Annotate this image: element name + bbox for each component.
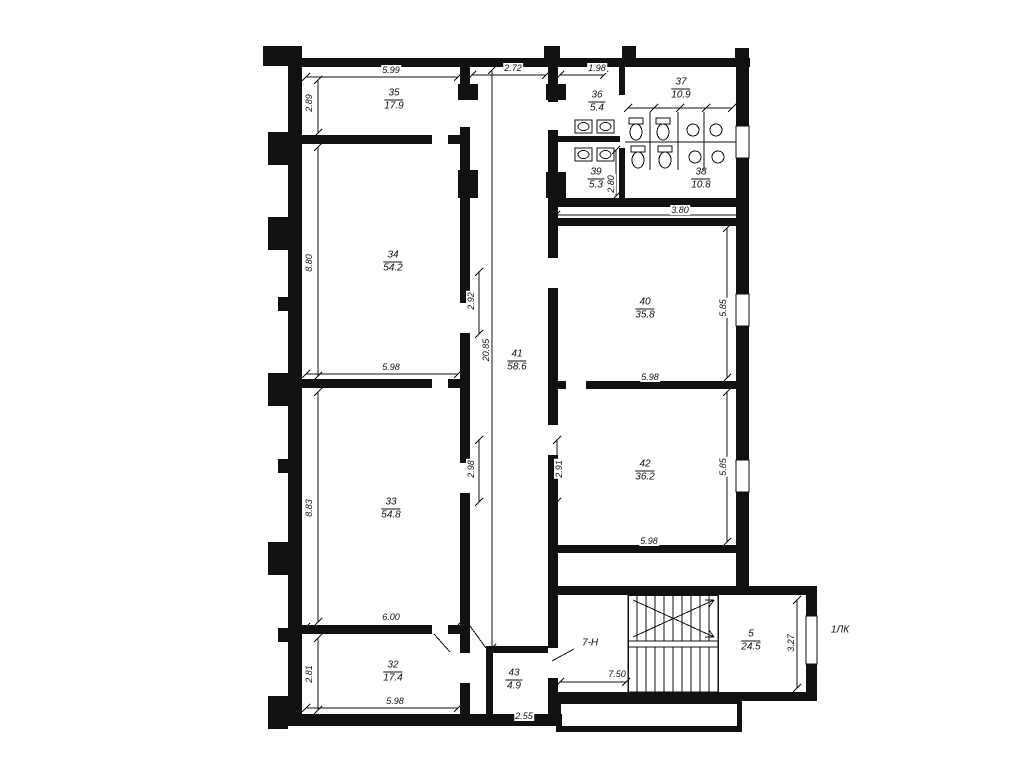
room-area: 24.5	[741, 641, 761, 652]
room-number: 38	[691, 167, 711, 179]
dim-label: 5.99	[381, 65, 401, 75]
annotation-staircase-1lk: 1ЛК	[830, 624, 850, 636]
dim-label: 2.72	[503, 63, 523, 73]
room-number: 43	[505, 668, 523, 680]
dim-label: 2.98	[466, 459, 476, 479]
room-area: 5.3	[589, 179, 603, 190]
room-area: 10.8	[691, 179, 711, 190]
dim-label: 5.98	[639, 536, 659, 546]
dim-label: 2.55	[514, 711, 534, 721]
room-number: 5	[741, 629, 761, 641]
toilet-icon	[630, 145, 646, 153]
dim-label: 3.80	[670, 205, 690, 215]
walls-layer	[263, 46, 817, 732]
room-label-36: 36 5.4	[588, 90, 606, 114]
room-area: 54.2	[383, 262, 403, 273]
room-label-42: 42 36.2	[635, 459, 655, 483]
basin-icon	[688, 150, 702, 164]
toilet-icon	[628, 117, 644, 125]
room-area: 54.8	[381, 509, 401, 520]
dim-label: 8.83	[304, 498, 314, 518]
room-number: 42	[635, 459, 655, 471]
room-number: 35	[384, 88, 404, 100]
dim-label: 3.27	[786, 633, 796, 653]
room-number: 36	[588, 90, 606, 102]
dim-label: 6.00	[381, 612, 401, 622]
dim-label: 5.85	[718, 457, 728, 477]
room-area: 58.6	[507, 361, 527, 372]
room-label-43: 43 4.9	[505, 668, 523, 692]
room-area: 17.9	[384, 100, 404, 111]
room-label-41: 41 58.6	[507, 349, 527, 373]
dim-label: 5.98	[385, 696, 405, 706]
dim-label: 2.89	[304, 93, 314, 113]
dim-label: 20.85	[481, 337, 491, 363]
partitions-layer	[433, 112, 736, 662]
room-area: 5.4	[590, 102, 604, 113]
room-number: 40	[635, 297, 655, 309]
room-number: 39	[587, 167, 605, 179]
basin-icon	[711, 150, 725, 164]
room-label-34: 34 54.2	[383, 250, 403, 274]
room-number: 37	[671, 77, 691, 89]
basin-icon	[709, 123, 723, 137]
room-number: 34	[383, 250, 403, 262]
room-area: 4.9	[507, 680, 521, 691]
room-number: 41	[507, 349, 527, 361]
room-area: 35.8	[635, 309, 655, 320]
room-area: 10.9	[671, 89, 691, 100]
dim-label: 5.98	[640, 372, 660, 382]
stair-direction-arrows	[632, 599, 715, 638]
room-number: 32	[383, 660, 403, 672]
room-label-32: 32 17.4	[383, 660, 403, 684]
room-area: 36.2	[635, 471, 655, 482]
dim-label: 2.91	[554, 459, 564, 479]
dim-label: 2.80	[606, 174, 616, 194]
dim-label: 2.92	[466, 291, 476, 311]
room-label-37: 37 10.9	[671, 77, 691, 101]
dim-label: 2.81	[304, 664, 314, 684]
basin-icon	[686, 123, 700, 137]
room-label-33: 33 54.8	[381, 497, 401, 521]
room-area: 17.4	[383, 672, 403, 683]
dim-label: 1.98	[587, 63, 607, 73]
room-label-38: 38 10.8	[691, 167, 711, 191]
room-number: 33	[381, 497, 401, 509]
dim-label: 5.98	[381, 362, 401, 372]
room-label-5: 5 24.5	[741, 629, 761, 653]
toilet-icon	[655, 117, 671, 125]
room-label-35: 35 17.9	[384, 88, 404, 112]
room-label-40: 40 35.8	[635, 297, 655, 321]
toilet-icon	[657, 145, 673, 153]
dim-label: 7.50	[607, 669, 627, 679]
annotation-premise-7n: 7-Н	[581, 637, 599, 649]
sanitary-fixtures	[574, 117, 725, 169]
dim-label: 8.80	[304, 253, 314, 273]
room-label-39: 39 5.3	[587, 167, 605, 191]
dim-label: 5.85	[718, 298, 728, 318]
stairs	[627, 594, 719, 693]
